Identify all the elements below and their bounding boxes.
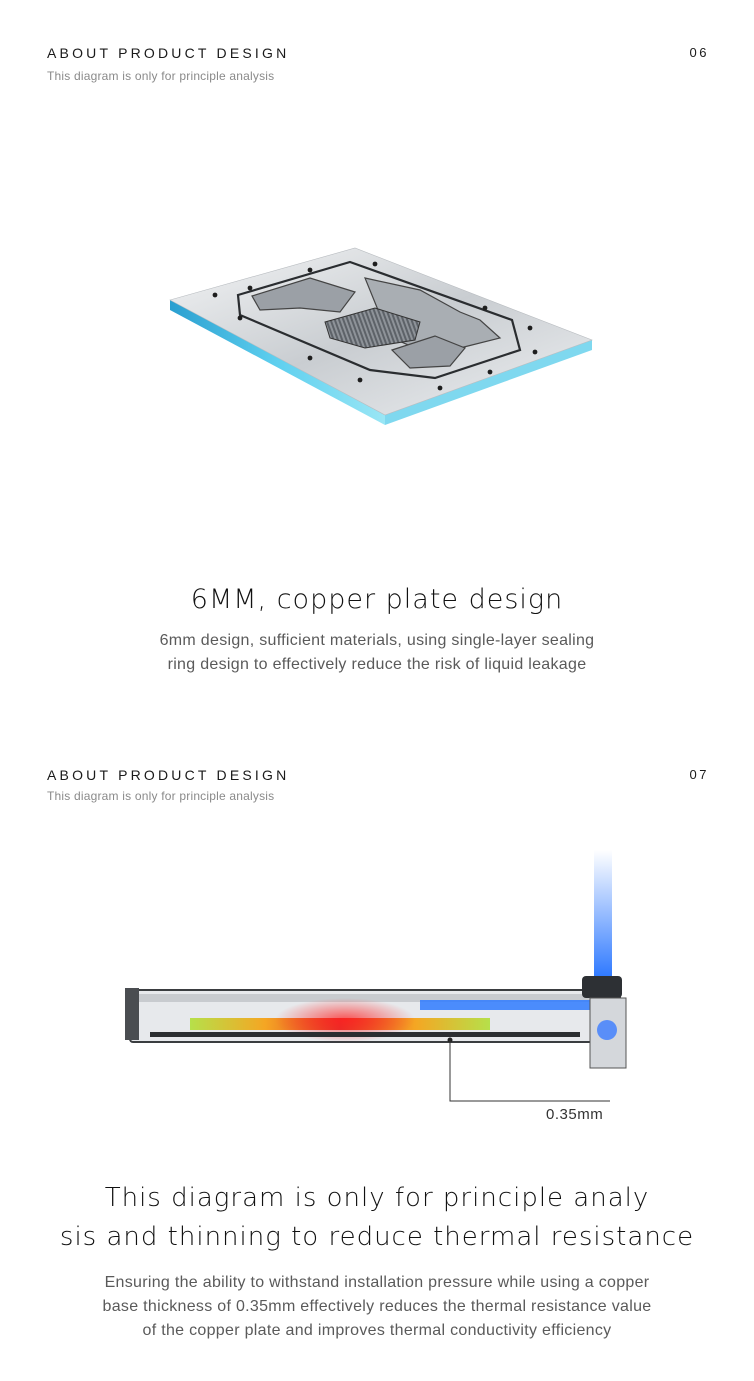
- section-body-line-2: base thickness of 0.35mm effectively red…: [102, 1298, 652, 1315]
- section-number: 07: [689, 767, 709, 782]
- coolant-channel: [420, 1000, 590, 1010]
- section-number: 06: [689, 45, 709, 60]
- section-06: ABOUT PRODUCT DESIGN This diagram is onl…: [47, 45, 709, 673]
- section-title: ABOUT PRODUCT DESIGN: [47, 45, 290, 61]
- copper-base: [150, 1032, 580, 1037]
- section-07: ABOUT PRODUCT DESIGN This diagram is onl…: [0, 720, 754, 1381]
- section-body-line-1: Ensuring the ability to withstand instal…: [104, 1274, 650, 1291]
- fitting-port: [597, 1020, 617, 1040]
- section-body-line-2: ring design to effectively reduce the ri…: [167, 656, 587, 673]
- fitting-top: [582, 976, 622, 998]
- section-subtitle: This diagram is only for principle analy…: [47, 789, 275, 803]
- section-heading-line-2: sis and thinning to reduce thermal resis…: [59, 1222, 695, 1252]
- bracket-left: [125, 988, 139, 1040]
- dimension-leader-line: [449, 1040, 610, 1102]
- cross-section-illustration: [125, 850, 627, 1102]
- section-body-line-1: 6mm design, sufficient materials, using …: [159, 632, 595, 649]
- dimension-label: 0.35mm: [546, 1106, 604, 1123]
- copper-plate-illustration: [169, 247, 593, 425]
- channel-left: [251, 277, 356, 313]
- plate-front-edge: [170, 300, 385, 425]
- heat-fins: [324, 307, 421, 349]
- section-heading-line-1: This diagram is only for principle analy: [104, 1183, 650, 1213]
- plate-side-edge: [385, 340, 592, 425]
- coolant-flow-beam: [594, 850, 612, 980]
- mounting-holes: [212, 261, 538, 391]
- sealing-ring: [236, 260, 522, 380]
- hot-spot: [275, 998, 415, 1042]
- section-title: ABOUT PRODUCT DESIGN: [47, 767, 290, 783]
- channel-right: [390, 335, 466, 369]
- waterblock-top-layer: [134, 994, 616, 1002]
- section-body-line-3: of the copper plate and improves thermal…: [142, 1322, 612, 1339]
- section-heading: 6MM, copper plate design: [190, 584, 564, 615]
- section-subtitle: This diagram is only for principle analy…: [47, 69, 275, 83]
